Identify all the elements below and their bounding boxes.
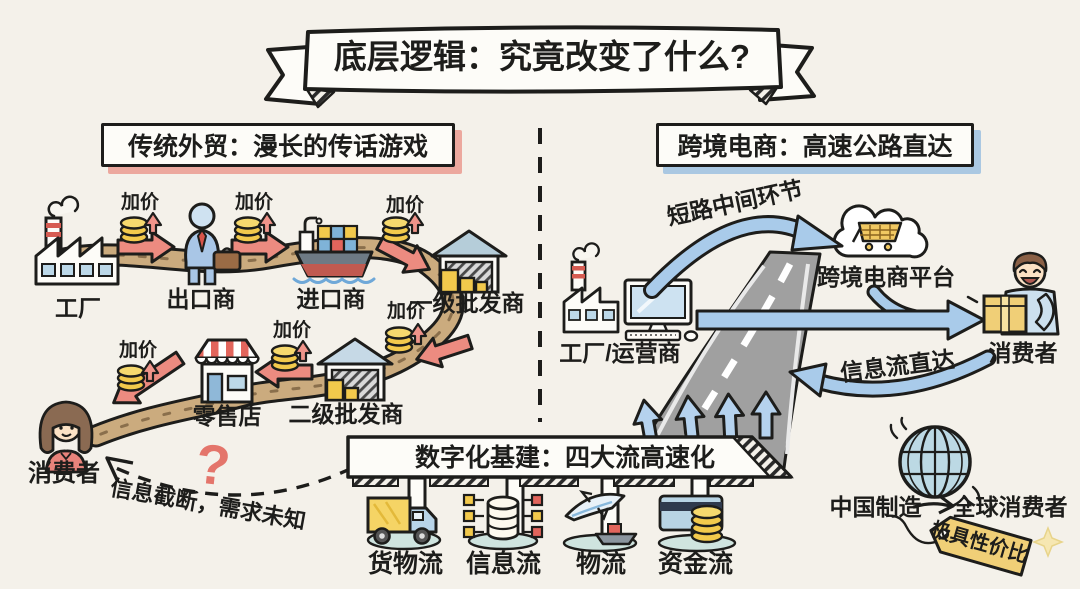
markup-label-2: 加价 [234, 192, 273, 213]
wholesaler2-label: 二级批发商 [288, 401, 404, 427]
info-gap-arrow [105, 456, 353, 497]
card-coins-icon [657, 494, 737, 553]
platform-label: 跨境电商平台 [817, 264, 955, 290]
right-header-label: 跨境电商：高速公路直达 [677, 133, 953, 161]
info-direct-arrow [788, 349, 997, 398]
global-consumers-label: 全球消费者 [952, 494, 1068, 520]
page-title: 底层逻辑：究竟改变了什么? [333, 38, 751, 75]
wholesaler2-icon [316, 337, 394, 402]
factory-icon [34, 195, 120, 286]
importer-label: 进口商 [296, 286, 366, 312]
markup-label-3: 加价 [385, 195, 424, 216]
markup-label-4: 加价 [386, 301, 425, 322]
globe-icon [889, 416, 981, 509]
factory-label: 工厂 [55, 295, 101, 321]
consumer-right-label: 消费者 [988, 340, 1058, 366]
made-in-china-arrow [912, 495, 955, 515]
markup-label-1: 加价 [120, 192, 159, 213]
wholesaler1-icon [430, 229, 508, 294]
right-section-header: 跨境电商：高速公路直达 [656, 123, 974, 167]
infra-header-label: 数字化基建：四大流高速化 [414, 444, 715, 472]
markup-label-5: 加价 [272, 320, 311, 341]
flow-label-capital: 资金流 [657, 550, 733, 578]
database-icon [462, 493, 544, 551]
question-mark: ? [192, 431, 234, 498]
shortcut-arrow [643, 214, 844, 299]
importer-ship-icon [292, 216, 376, 284]
flow-label-info: 信息流 [465, 550, 541, 578]
platform-cloud-icon [832, 204, 929, 259]
markup-label-6: 加价 [118, 340, 157, 361]
retail-label: 零售店 [192, 403, 262, 429]
truck-icon [366, 496, 442, 551]
made-in-china-label: 中国制造 [829, 494, 922, 520]
consumer-right-icon [963, 251, 1060, 336]
flow-label-logistics: 物流 [575, 550, 626, 578]
retail-store-icon [194, 338, 260, 404]
exporter-label: 出口商 [166, 286, 236, 312]
direct-arrow [695, 284, 986, 341]
exporter-icon [184, 202, 242, 286]
title-ribbon [264, 25, 816, 109]
plane-ship-icon [562, 490, 638, 553]
left-section-header: 传统外贸：漫长的传话游戏 [101, 123, 455, 167]
wholesaler1-label: 一级批发商 [409, 290, 525, 316]
factory-operator-label: 工厂/运营商 [559, 340, 681, 366]
consumer-left-label: 消费者 [28, 460, 100, 487]
consumer-left-icon [38, 400, 94, 474]
price-tag [885, 514, 1065, 577]
left-header-label: 传统外贸：漫长的传话游戏 [127, 133, 428, 161]
flow-label-goods: 货物流 [367, 550, 443, 578]
